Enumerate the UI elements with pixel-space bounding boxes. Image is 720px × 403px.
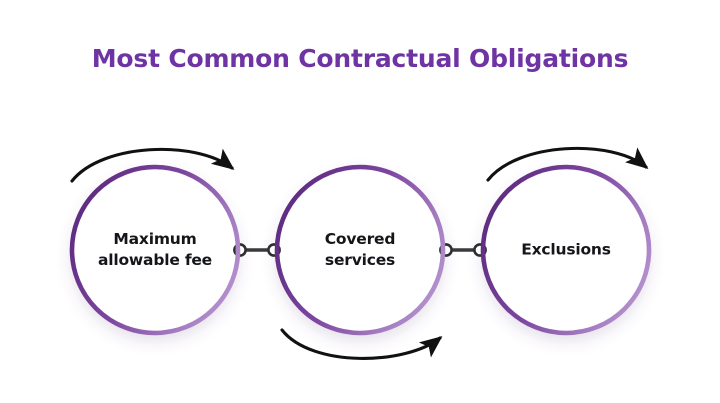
- arrow-over-node-1: [70, 147, 235, 183]
- flow-arrows: [70, 146, 649, 360]
- page-title: Most Common Contractual Obligations: [91, 44, 629, 73]
- node-ring-covered-services[interactable]: [274, 164, 446, 336]
- arrow-over-node-3: [486, 146, 649, 182]
- node-shadow-1: [70, 165, 240, 335]
- connector-1-2: [233, 243, 281, 257]
- node-shadow-3: [481, 165, 651, 335]
- node-ring-exclusions[interactable]: [480, 164, 652, 336]
- connector-2-3: [439, 243, 487, 257]
- arrow-under-node-2: [280, 328, 443, 360]
- circle-shadows: [70, 165, 651, 335]
- node-shadow-2: [275, 165, 445, 335]
- process-circles: [69, 164, 652, 336]
- node-ring-maximum-allowable-fee[interactable]: [69, 164, 241, 336]
